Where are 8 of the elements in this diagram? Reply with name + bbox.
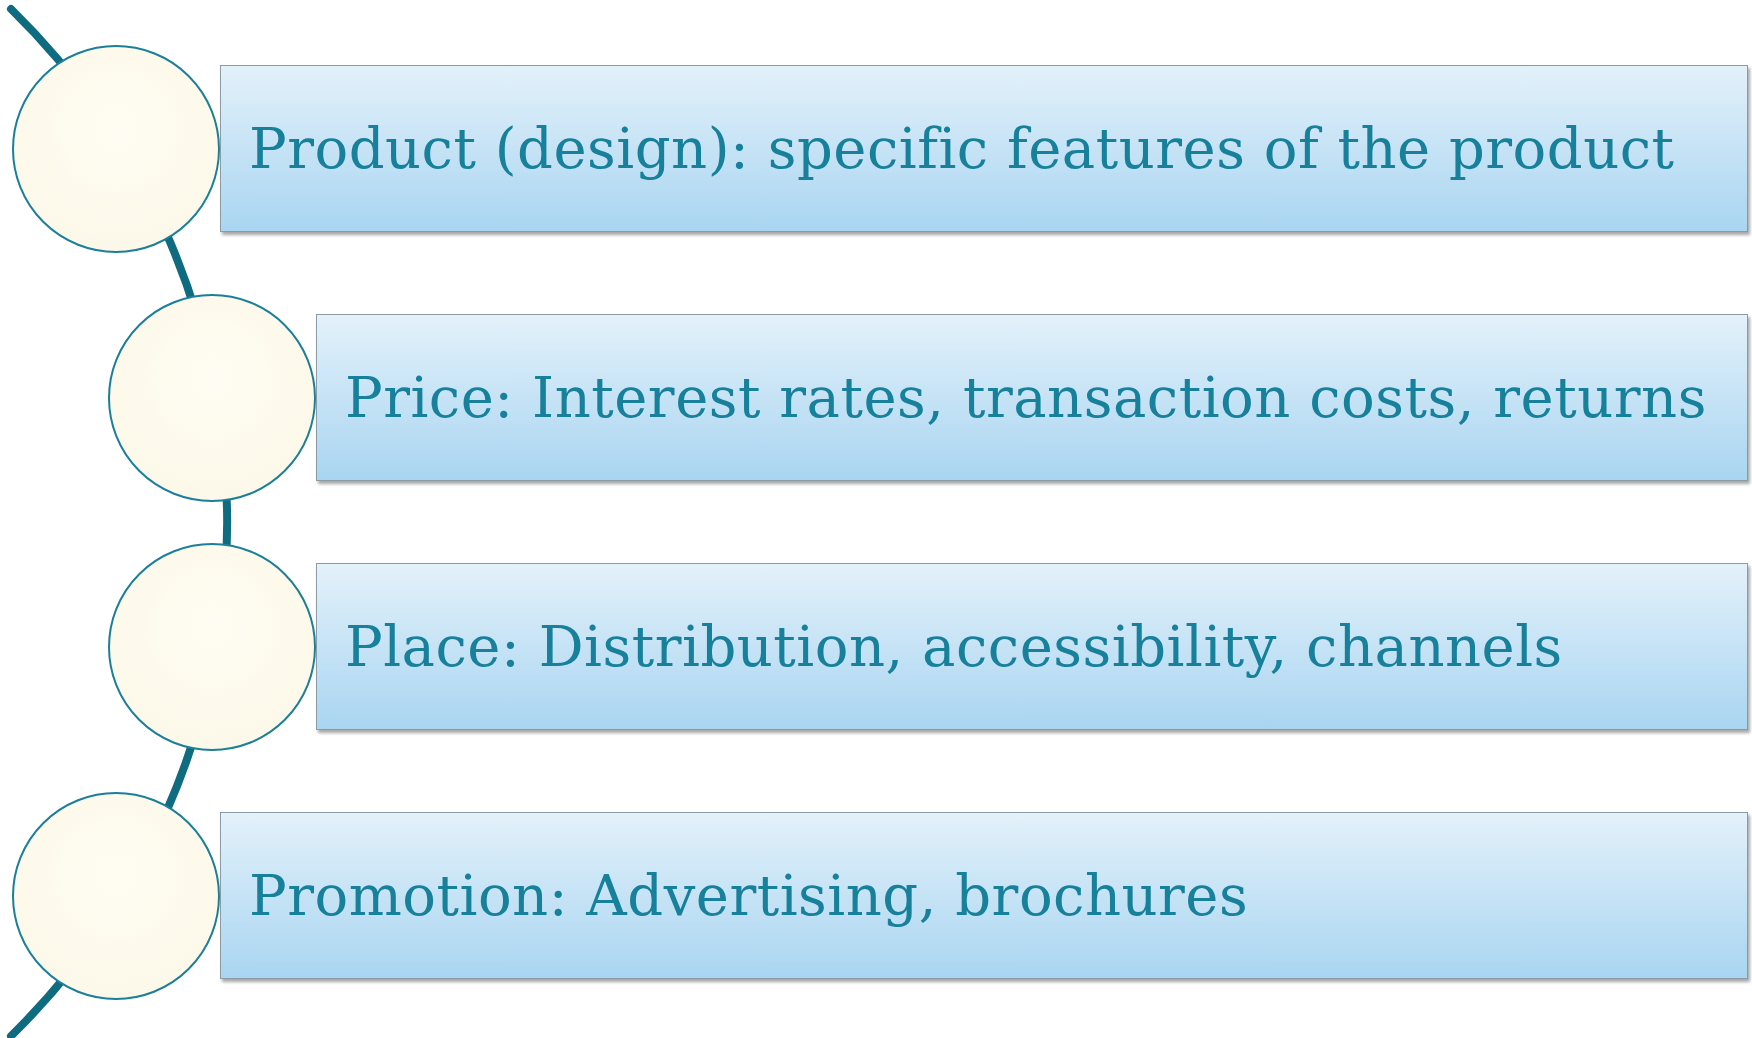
bar-text: Product (design): specific features of the product bbox=[249, 116, 1675, 181]
list-bar bbox=[220, 65, 1748, 232]
list-bar bbox=[220, 812, 1748, 979]
bar-text: Promotion: Advertising, brochures bbox=[249, 863, 1249, 928]
bar-text: Price: Interest rates, transaction costs, returns bbox=[345, 365, 1707, 430]
bar-text: Place: Distribution, accessibility, channels bbox=[345, 614, 1563, 679]
list-bar bbox=[316, 314, 1748, 481]
list-bar bbox=[316, 563, 1748, 730]
